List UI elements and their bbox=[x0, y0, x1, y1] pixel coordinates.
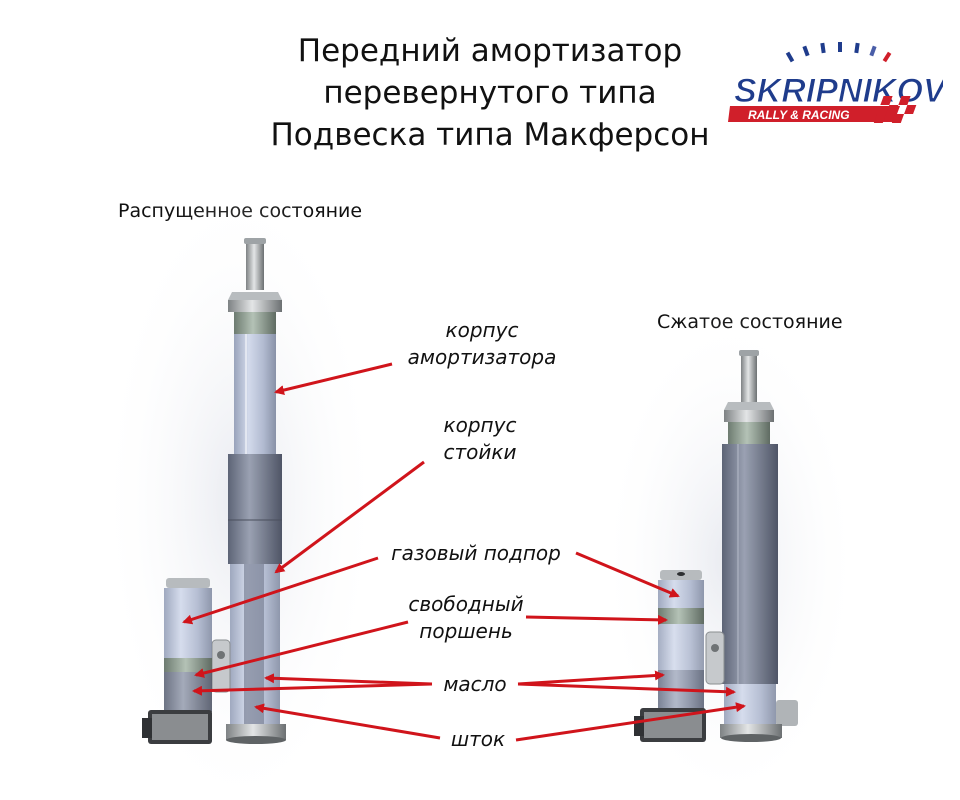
callout-oil: масло bbox=[443, 672, 507, 696]
callout-shock-body: корпус амортизатора bbox=[392, 317, 572, 371]
arrow-gas-left bbox=[182, 556, 379, 625]
callout-strut-body: корпус стойки bbox=[400, 412, 560, 466]
callout-strut-body-line-2: стойки bbox=[443, 440, 517, 464]
logo-tagline-bar bbox=[728, 106, 900, 122]
logo-tagline-text: RALLY & RACING bbox=[748, 108, 850, 122]
rod-top-extended bbox=[246, 240, 264, 290]
arrow-oil-left-1 bbox=[192, 682, 433, 696]
page-title: Передний амортизатор перевернутого типа … bbox=[250, 30, 730, 156]
callout-strut-body-line-1: корпус bbox=[443, 413, 517, 437]
arrow-rod-right bbox=[515, 702, 746, 742]
arrow-oil-right-1 bbox=[517, 670, 665, 686]
logo-brand-text: SKRIPNIKOV bbox=[734, 72, 943, 110]
arrow-oil-left-2 bbox=[264, 673, 433, 686]
callout-shock-body-line-1: корпус bbox=[445, 318, 519, 342]
callout-rod: шток bbox=[450, 727, 506, 751]
arrow-rod-left bbox=[254, 703, 441, 740]
title-line-3: Подвеска типа Макферсон bbox=[270, 117, 710, 153]
skripnikov-logo: SKRIPNIKOV RALLY & RACING bbox=[728, 42, 943, 123]
callout-piston-line-1: свободный bbox=[408, 592, 524, 616]
arrow-gas-right bbox=[575, 551, 680, 598]
title-line-2: перевернутого типа bbox=[323, 75, 657, 111]
arrow-oil-right-2 bbox=[517, 682, 736, 697]
arrow-shock-body bbox=[274, 362, 393, 395]
logo-tick-marks bbox=[785, 42, 892, 63]
arrow-strut-body bbox=[274, 460, 425, 574]
title-line-1: Передний амортизатор bbox=[297, 33, 683, 69]
rod-top-compressed bbox=[741, 352, 757, 402]
arrow-piston-left bbox=[194, 620, 409, 678]
arrow-piston-right bbox=[525, 614, 668, 625]
callout-piston-line-2: поршень bbox=[419, 619, 513, 643]
extended-shock-absorber bbox=[142, 238, 286, 744]
callout-shock-body-line-2: амортизатора bbox=[407, 345, 557, 369]
callout-arrows bbox=[182, 362, 746, 742]
logo-checkered-flag bbox=[873, 96, 917, 123]
callout-gas: газовый подпор bbox=[391, 541, 561, 565]
callout-piston: свободный поршень bbox=[404, 591, 528, 645]
